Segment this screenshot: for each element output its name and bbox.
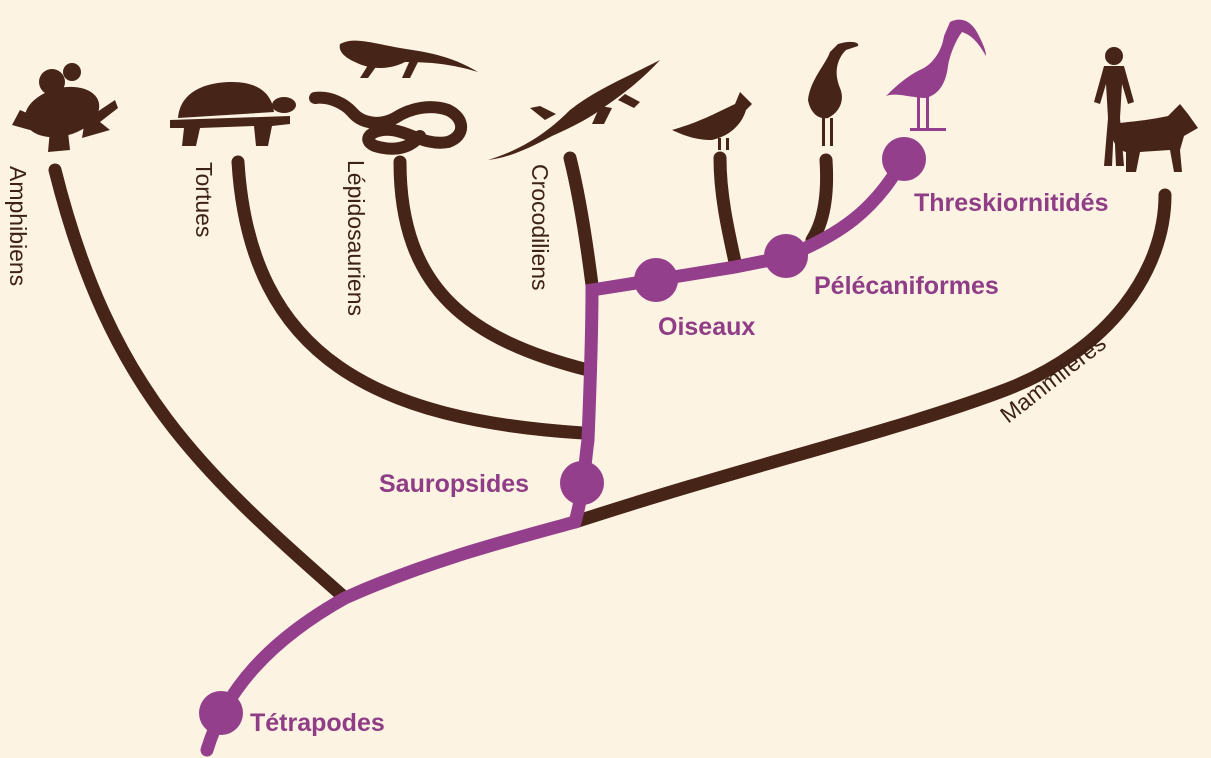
label-lepidosauriens: Lépidosauriens <box>343 160 369 316</box>
snake-icon <box>315 98 461 149</box>
label-pelecaniformes: Pélécaniformes <box>814 272 999 300</box>
frog-icon <box>12 63 118 152</box>
crocodile-icon <box>488 60 660 160</box>
tortoise-icon <box>170 82 296 146</box>
node-threskiornitides <box>882 137 926 181</box>
label-crocodiliens: Crocodiliens <box>527 164 553 291</box>
lizard-icon <box>340 41 478 78</box>
branch-crocodiliens <box>570 158 592 285</box>
human-wolf-icon <box>1094 47 1198 172</box>
node-oiseaux <box>634 258 678 302</box>
branch-heron <box>812 160 827 240</box>
branch-lepidosauriens <box>400 162 588 370</box>
cardinal-icon <box>672 92 752 150</box>
label-tortues: Tortues <box>191 162 217 237</box>
label-threskiornitides: Threskiornitidés <box>914 189 1109 217</box>
branch-passereau <box>720 158 735 262</box>
label-mammiferes: Mammifères <box>995 330 1111 428</box>
node-pelecaniformes <box>764 234 808 278</box>
heron-icon <box>808 42 858 146</box>
label-sauropsides: Sauropsides <box>379 470 529 498</box>
node-sauropsides <box>560 461 604 505</box>
label-amphibiens: Amphibiens <box>5 166 31 286</box>
label-oiseaux: Oiseaux <box>658 313 755 341</box>
ibis-icon <box>886 20 986 131</box>
node-tetrapodes <box>199 691 243 735</box>
label-tetrapodes: Tétrapodes <box>250 709 385 737</box>
